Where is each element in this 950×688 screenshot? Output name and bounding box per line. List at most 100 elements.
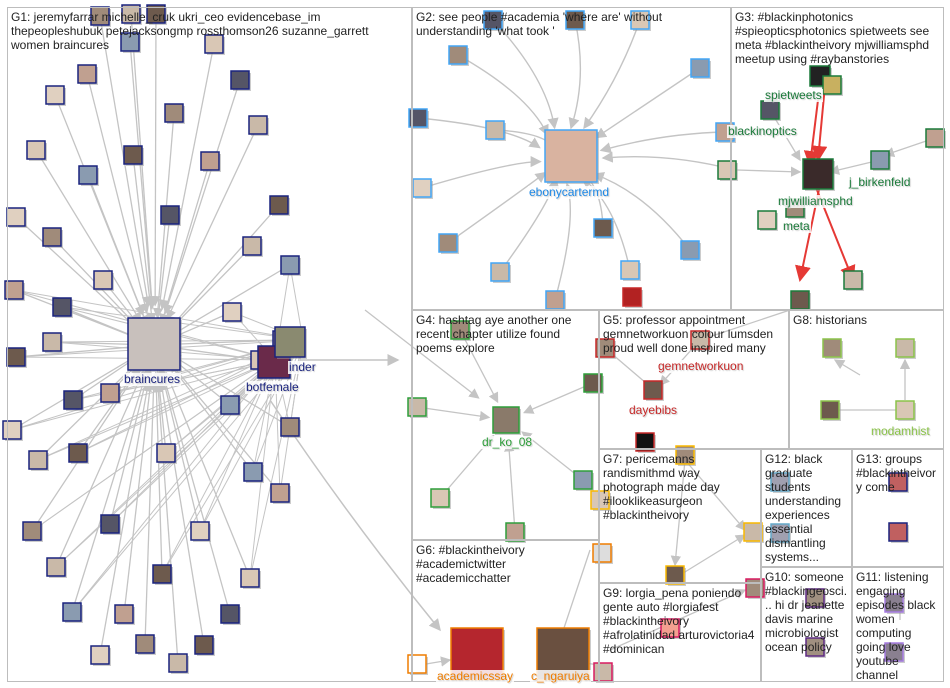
node[interactable] <box>870 150 890 170</box>
node[interactable] <box>190 521 210 541</box>
node[interactable] <box>635 432 655 452</box>
node[interactable] <box>120 32 140 52</box>
node[interactable] <box>68 443 88 463</box>
node[interactable] <box>63 390 83 410</box>
node[interactable] <box>42 227 62 247</box>
node[interactable] <box>593 218 613 238</box>
node[interactable] <box>93 270 113 290</box>
node[interactable] <box>240 568 260 588</box>
node[interactable] <box>485 120 505 140</box>
node[interactable] <box>230 70 250 90</box>
node[interactable] <box>42 332 62 352</box>
node[interactable] <box>280 417 300 437</box>
node-label-meta[interactable]: meta <box>782 219 811 233</box>
node[interactable] <box>127 317 181 371</box>
node[interactable] <box>28 450 48 470</box>
node[interactable] <box>544 129 598 183</box>
node[interactable] <box>622 287 642 307</box>
node[interactable] <box>164 103 184 123</box>
node[interactable] <box>925 128 945 148</box>
node[interactable] <box>248 115 268 135</box>
node[interactable] <box>242 236 262 256</box>
node[interactable] <box>630 10 650 30</box>
node[interactable] <box>243 462 263 482</box>
node[interactable] <box>743 522 763 542</box>
node[interactable] <box>274 326 306 358</box>
node[interactable] <box>805 637 825 657</box>
node-label-braincures[interactable]: braincures <box>123 372 182 386</box>
node[interactable] <box>135 634 155 654</box>
node[interactable] <box>280 255 300 275</box>
node-label-inder[interactable]: inder <box>288 360 317 374</box>
node[interactable] <box>200 151 220 171</box>
node[interactable] <box>895 400 915 420</box>
node[interactable] <box>690 330 710 350</box>
node[interactable] <box>194 635 214 655</box>
node[interactable] <box>412 178 432 198</box>
node[interactable] <box>802 158 834 190</box>
node[interactable] <box>888 522 908 542</box>
node[interactable] <box>430 488 450 508</box>
node[interactable] <box>156 443 176 463</box>
node-label-j-birkenfeld[interactable]: j_birkenfeld <box>848 175 912 189</box>
node[interactable] <box>46 557 66 577</box>
node[interactable] <box>62 602 82 622</box>
node[interactable] <box>22 521 42 541</box>
node[interactable] <box>770 523 790 543</box>
node[interactable] <box>595 338 615 358</box>
node[interactable] <box>450 320 470 340</box>
node[interactable] <box>620 260 640 280</box>
node-label-dr-ko-08[interactable]: dr_ko_08 <box>481 435 534 449</box>
node[interactable] <box>123 145 143 165</box>
node[interactable] <box>822 338 842 358</box>
node[interactable] <box>490 262 510 282</box>
node[interactable] <box>583 373 603 393</box>
node[interactable] <box>204 34 224 54</box>
node[interactable] <box>4 280 24 300</box>
node[interactable] <box>680 240 700 260</box>
node[interactable] <box>884 642 904 662</box>
node[interactable] <box>888 472 908 492</box>
node[interactable] <box>269 195 289 215</box>
node[interactable] <box>26 140 46 160</box>
node[interactable] <box>90 645 110 665</box>
node[interactable] <box>220 395 240 415</box>
node[interactable] <box>590 490 610 510</box>
node[interactable] <box>592 543 612 563</box>
node-label-academicssay[interactable]: academicssay <box>436 669 515 683</box>
node[interactable] <box>565 10 585 30</box>
node[interactable] <box>820 400 840 420</box>
node-label-dayebibs[interactable]: dayebibs <box>628 403 679 417</box>
node[interactable] <box>643 380 663 400</box>
node[interactable] <box>757 210 777 230</box>
node[interactable] <box>483 10 503 30</box>
node[interactable] <box>408 108 428 128</box>
node[interactable] <box>438 233 458 253</box>
node[interactable] <box>78 165 98 185</box>
node[interactable] <box>146 4 166 24</box>
node-label-modamhist[interactable]: modamhist <box>870 424 931 438</box>
node[interactable] <box>52 297 72 317</box>
node-label-blackinoptics[interactable]: blackinoptics <box>727 124 798 138</box>
node[interactable] <box>152 564 172 584</box>
node[interactable] <box>770 472 790 492</box>
node[interactable] <box>843 270 863 290</box>
node[interactable] <box>270 483 290 503</box>
node[interactable] <box>160 205 180 225</box>
node-label-gemnetworkuon[interactable]: gemnetworkuon <box>657 359 745 373</box>
node[interactable] <box>822 75 842 95</box>
node[interactable] <box>665 565 685 585</box>
node[interactable] <box>114 604 134 624</box>
node[interactable] <box>884 593 904 613</box>
node[interactable] <box>660 618 680 638</box>
node[interactable] <box>45 85 65 105</box>
node[interactable] <box>675 445 695 465</box>
node[interactable] <box>505 522 525 542</box>
node-label-mjwilliamsphd[interactable]: mjwilliamsphd <box>777 194 854 208</box>
node[interactable] <box>100 514 120 534</box>
node[interactable] <box>100 383 120 403</box>
node[interactable] <box>805 588 825 608</box>
node[interactable] <box>121 4 141 24</box>
node-label-c-ngaruiya[interactable]: c_ngaruiya <box>530 669 591 683</box>
node[interactable] <box>690 58 710 78</box>
